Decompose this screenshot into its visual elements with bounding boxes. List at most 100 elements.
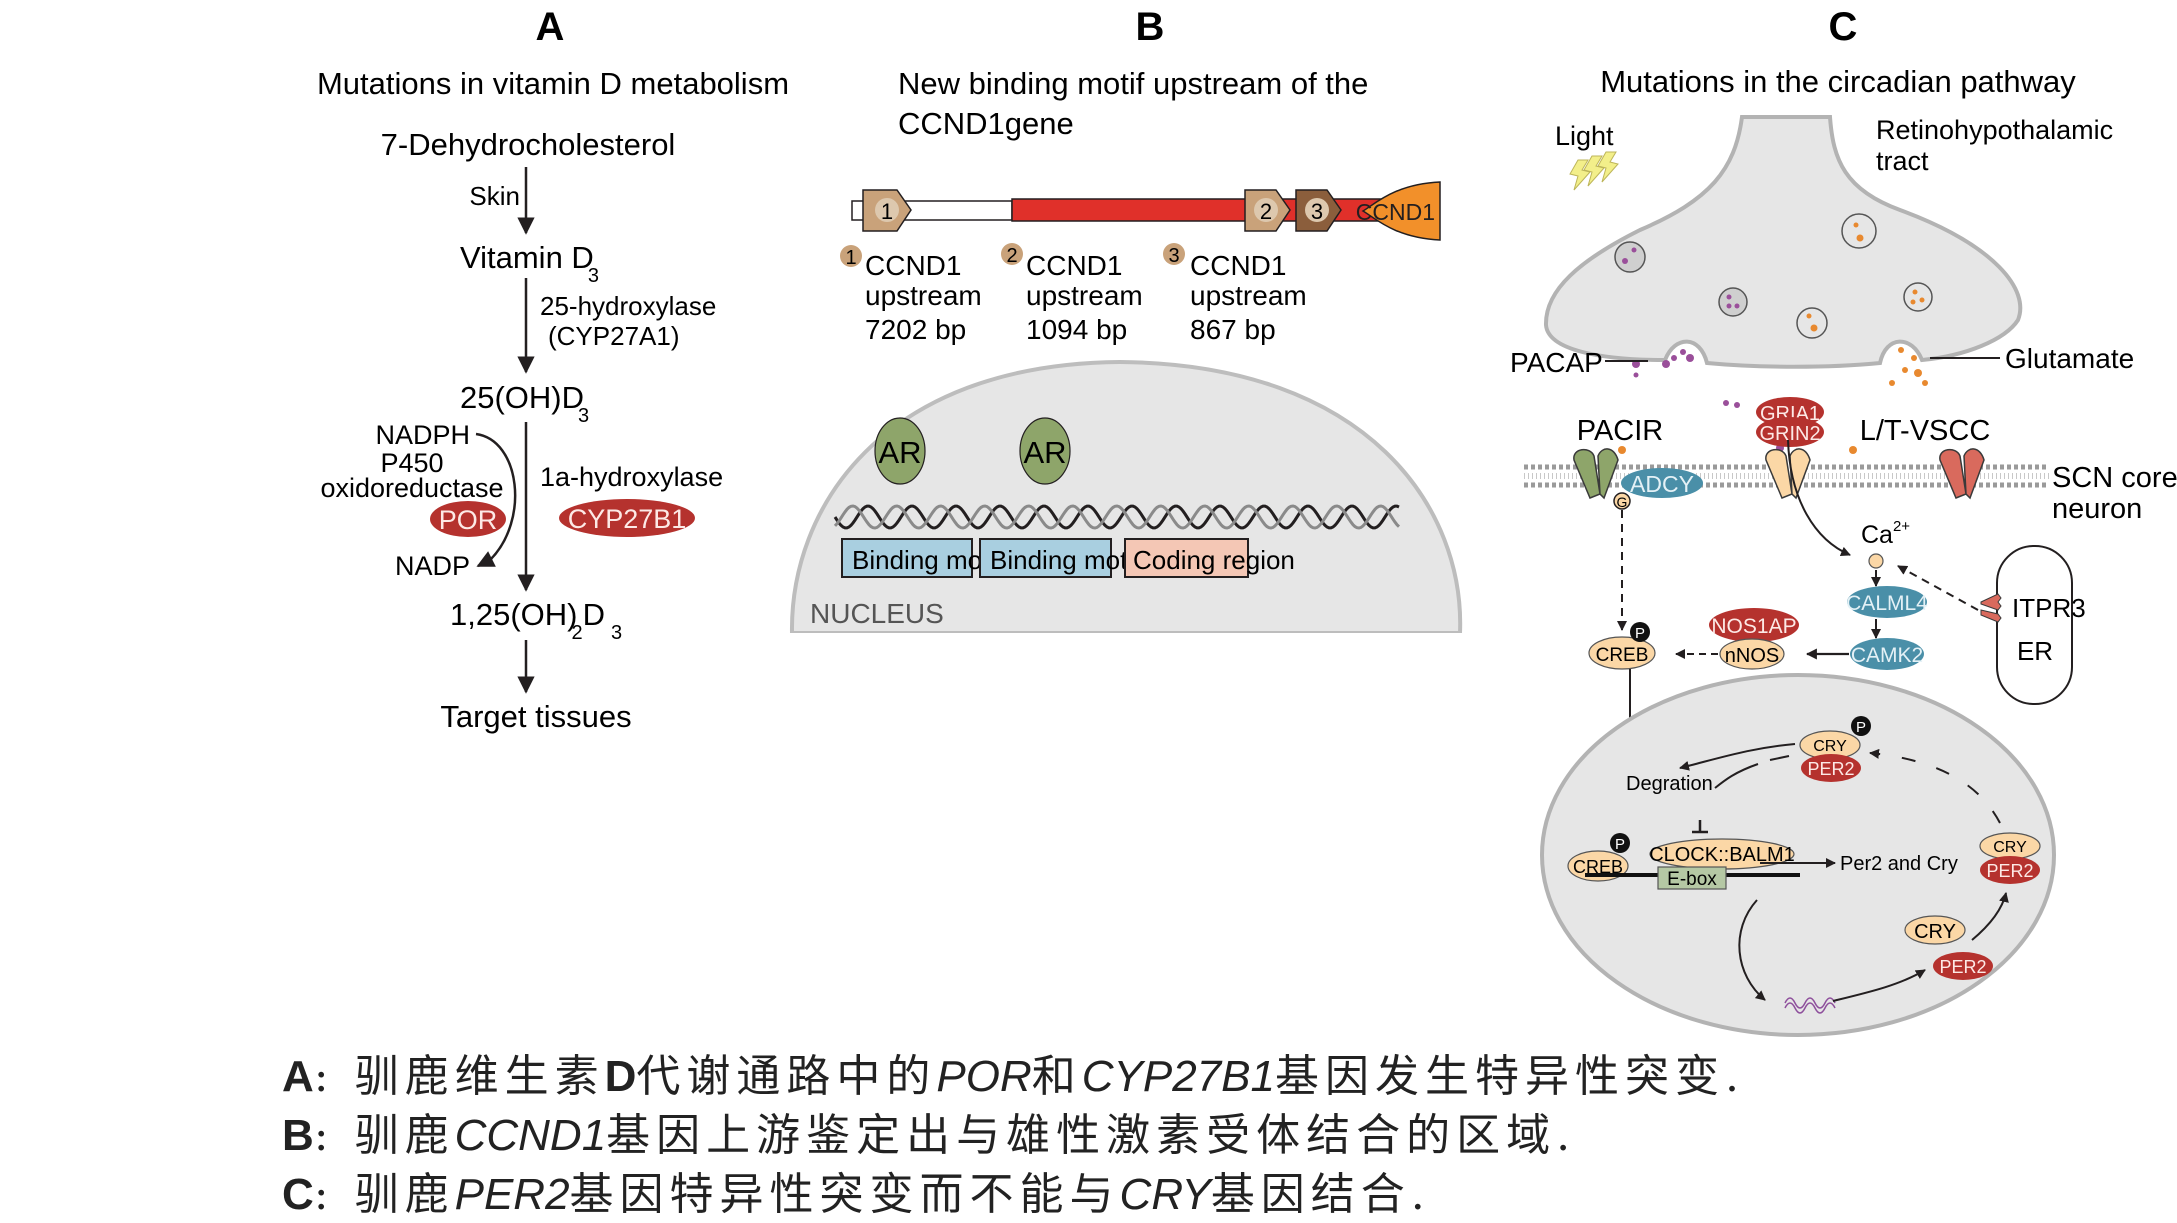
cry-bottom-label: CRY bbox=[1914, 921, 1956, 943]
label-light: Light bbox=[1555, 121, 1614, 151]
presynaptic-terminal bbox=[1543, 115, 2023, 369]
clock-bmal1-label: CLOCK::BALM1 bbox=[1649, 844, 1795, 866]
caption-segment: 基因特异性突变而不能与 bbox=[569, 1169, 1120, 1220]
label-itpr3: ITPR3 bbox=[2012, 593, 2086, 623]
step-7-dehydrocholesterol: 7-Dehydrocholesterol bbox=[381, 127, 676, 162]
label-ca: Ca2+ bbox=[1861, 518, 1910, 549]
caption-segment: CYP27B1 bbox=[1081, 1052, 1275, 1101]
per2-bottom-label: PER2 bbox=[1939, 957, 1986, 977]
site-legend-3-gene: CCND1 bbox=[1190, 250, 1286, 281]
caption-segment: : 驯鹿维生素 bbox=[313, 1051, 605, 1102]
calml4-label: CALML4 bbox=[1846, 592, 1928, 615]
panel-a-letter: A bbox=[536, 5, 565, 49]
caption-segment: : 驯鹿 bbox=[313, 1169, 455, 1220]
caption-a-label: A bbox=[282, 1052, 314, 1101]
site-legend-1-distance: 7202 bp bbox=[865, 314, 966, 345]
pacir-receptor bbox=[1573, 448, 1619, 500]
mrna-icon bbox=[1784, 1002, 1836, 1014]
site-2-dot bbox=[1254, 198, 1278, 222]
caption-b-text: : 驯鹿CCND1基因上游鉴定出与雄性激素受体结合的区域. bbox=[314, 1110, 1576, 1161]
site-legend-1-gene: CCND1 bbox=[865, 250, 961, 281]
site-legend-2-gene: CCND1 bbox=[1026, 250, 1122, 281]
calcium-ion bbox=[1868, 553, 1884, 569]
step-target-tissues: Target tissues bbox=[440, 699, 631, 734]
label-scn-core: SCN core bbox=[2052, 462, 2177, 494]
region-binding-motif-2 bbox=[979, 538, 1112, 578]
creb-nuclear-label: CREB bbox=[1573, 857, 1623, 877]
caption-b: B: 驯鹿CCND1基因上游鉴定出与雄性激素受体结合的区域. bbox=[282, 1099, 1576, 1163]
nucleus-shape bbox=[789, 359, 1463, 635]
per2-right-badge bbox=[1980, 856, 2040, 884]
caption-segment: 基因结合. bbox=[1210, 1169, 1431, 1220]
ar-receptor-1-label: AR bbox=[878, 435, 921, 470]
label-degradation: Degration bbox=[1626, 773, 1713, 795]
creb-label: CREB bbox=[1596, 645, 1649, 666]
caption-segment: 代谢通路中的 bbox=[636, 1051, 937, 1102]
panel-c-title: Mutations in the circadian pathway bbox=[1600, 64, 2076, 99]
ar-receptor-2 bbox=[1019, 417, 1071, 485]
calml4-badge bbox=[1847, 586, 1927, 618]
nnos-badge bbox=[1719, 638, 1785, 670]
gene-cyp27b1-label: CYP27B1 bbox=[568, 504, 687, 534]
label-tract: tract bbox=[1876, 146, 1929, 176]
label-vscc: L/T-VSCC bbox=[1860, 415, 1991, 447]
caption-segment: 和 bbox=[1031, 1051, 1082, 1102]
caption-segment: : 驯鹿 bbox=[313, 1110, 455, 1161]
caption-b-label: B bbox=[282, 1111, 314, 1160]
site-1-num: 1 bbox=[881, 199, 893, 224]
site-legend-2-num: 2 bbox=[1006, 245, 1017, 267]
per2-bottom-badge bbox=[1933, 952, 1993, 980]
label-nadph: NADPH bbox=[375, 420, 470, 450]
ebox-region bbox=[1657, 866, 1727, 890]
camk2-label: CAMK2 bbox=[1851, 644, 1923, 667]
nucleus-label: NUCLEUS bbox=[810, 598, 944, 629]
label-neuron: neuron bbox=[2052, 493, 2142, 525]
cry-bottom-badge bbox=[1904, 915, 1966, 945]
g-protein bbox=[1613, 492, 1631, 510]
label-p450: P450 bbox=[380, 448, 443, 478]
ccnd1-gene-label: CCND1 bbox=[1356, 199, 1435, 225]
creb-badge bbox=[1588, 636, 1656, 670]
caption-segment: 基因上游鉴定出与雄性激素受体结合的区域. bbox=[606, 1110, 1577, 1161]
grin2-label: GRIN2 bbox=[1759, 423, 1820, 445]
label-pacir: PACIR bbox=[1577, 415, 1663, 447]
glutamate-receptor bbox=[1765, 448, 1811, 500]
phospho-label: P bbox=[1856, 719, 1866, 736]
vesicles bbox=[1614, 213, 1933, 339]
grin2-badge bbox=[1756, 417, 1824, 447]
dna-strand-1 bbox=[833, 504, 1400, 530]
label-oxidoreductase: oxidoreductase bbox=[320, 473, 503, 503]
nos1ap-badge bbox=[1709, 608, 1799, 642]
gene-por-badge bbox=[430, 501, 506, 537]
inhibition-path bbox=[1714, 755, 1790, 789]
phospho-icon bbox=[1630, 622, 1650, 642]
phospho-label: P bbox=[1635, 625, 1645, 642]
site-legend-3-distance: 867 bp bbox=[1190, 314, 1276, 345]
site-legend-2: 2 CCND1 upstream 1094 bp bbox=[1001, 243, 1143, 345]
caption-a: A: 驯鹿维生素D代谢通路中的POR和CYP27B1基因发生特异性突变. bbox=[282, 1040, 1745, 1104]
site-1-dot bbox=[875, 198, 899, 222]
panel-b-title-line2: CCND1gene bbox=[898, 106, 1074, 141]
vscc-channel bbox=[1939, 448, 1985, 500]
phospho-label: P bbox=[1615, 836, 1625, 853]
arrow-to-mrna bbox=[1738, 899, 1766, 1001]
adcy-label: ADCY bbox=[1630, 471, 1694, 497]
site-3-num: 3 bbox=[1311, 199, 1323, 224]
mrna-icon bbox=[1784, 997, 1836, 1009]
region-binding-motif-1 bbox=[841, 538, 973, 578]
nnos-label: nNOS bbox=[1725, 645, 1779, 667]
site-legend-1: 1 CCND1 upstream 7202 bp bbox=[840, 245, 982, 345]
ligand-dot bbox=[1734, 402, 1740, 408]
site-legend-1-desc: upstream bbox=[865, 280, 982, 311]
arrow-nadph-to-nadp bbox=[475, 432, 517, 568]
label-per2-and-cry: Per2 and Cry bbox=[1840, 853, 1958, 875]
per2-top-label: PER2 bbox=[1807, 759, 1854, 779]
scn-nucleus bbox=[1540, 673, 2056, 1037]
panel-a: A Mutations in vitamin D metabolism 7-De… bbox=[317, 5, 789, 734]
region-coding-label: Coding region bbox=[1133, 545, 1295, 575]
caption-segment: POR bbox=[936, 1052, 1032, 1101]
arrow-receptor-to-ca bbox=[1787, 439, 1851, 557]
ar-receptor-1 bbox=[874, 417, 926, 485]
